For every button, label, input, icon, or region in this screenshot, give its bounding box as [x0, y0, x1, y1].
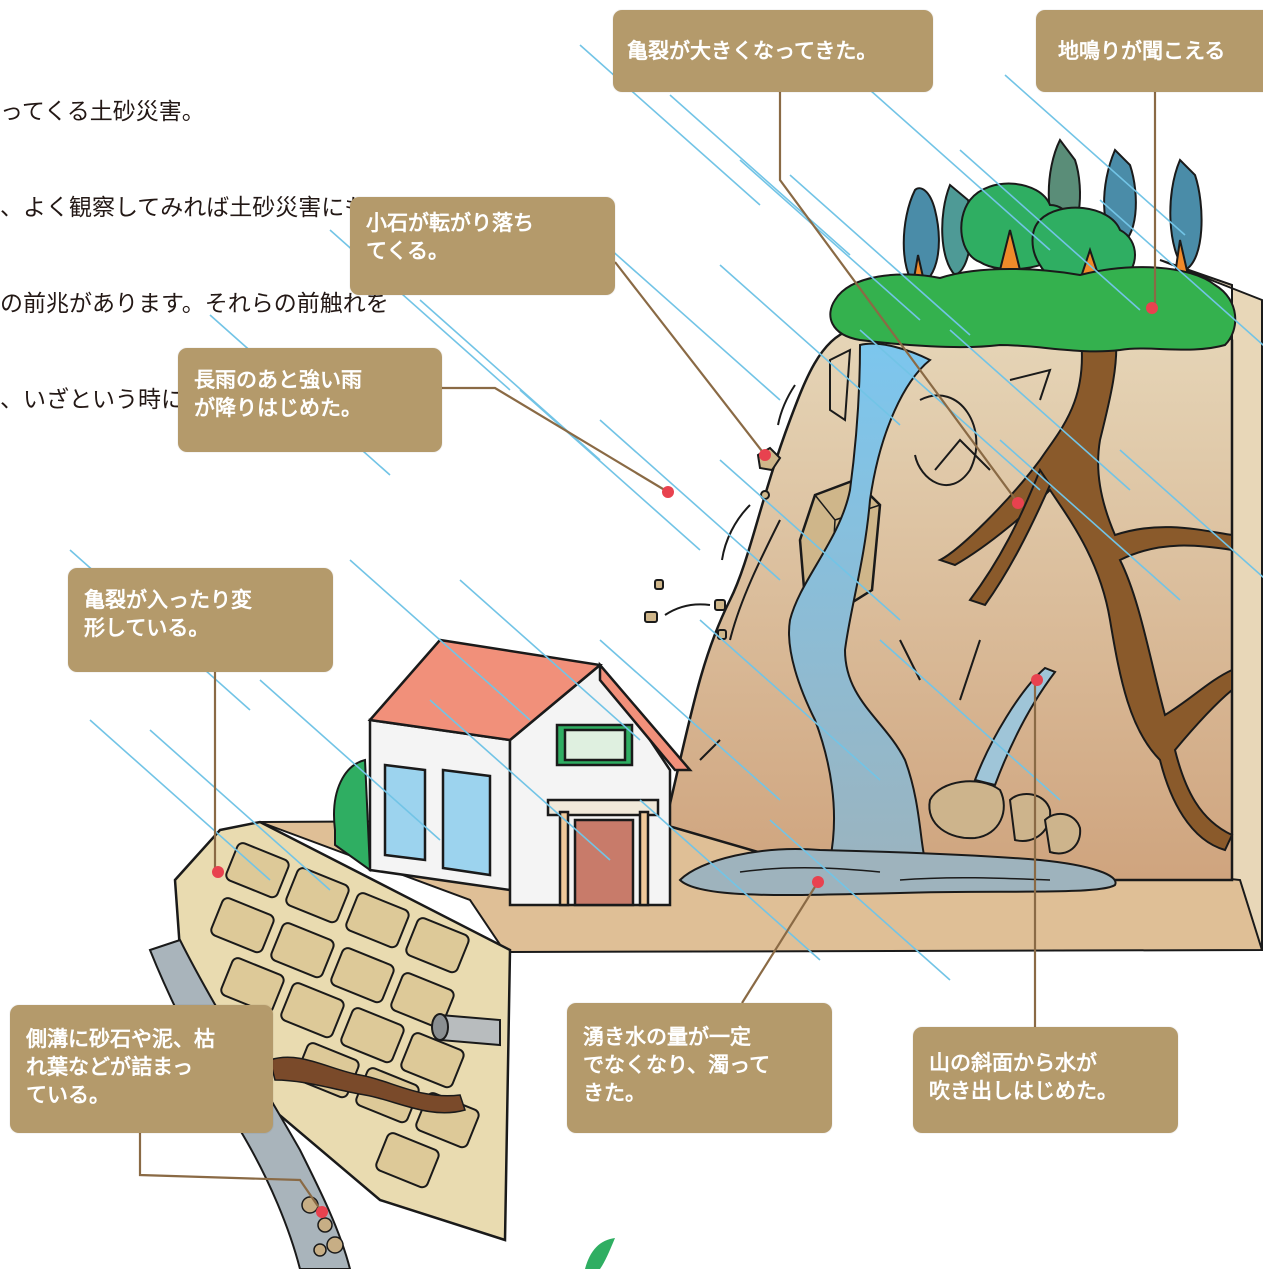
callout-crack-growing: 亀裂が大きくなってきた。	[613, 10, 933, 92]
rain-line	[149, 729, 331, 891]
rain-line	[719, 264, 901, 426]
intro-line: 、よく観察してみれば土砂災害にもい	[0, 195, 390, 221]
rain-line	[429, 699, 611, 861]
rain-line	[89, 719, 271, 881]
rain-line	[739, 159, 921, 321]
callout-spring-water: 湧き水の量が一定 でなくなり、濁って きた。	[567, 1003, 832, 1133]
rain-line	[519, 389, 701, 551]
rain-line	[599, 639, 781, 801]
motion-lines	[664, 384, 796, 616]
callout-pebbles-falling: 小石が転がり落ち てくる。	[350, 197, 615, 295]
spring-pool	[678, 848, 1117, 897]
rain-line	[699, 619, 881, 781]
rain-line	[719, 459, 901, 621]
rain-line	[579, 44, 761, 206]
rain-line	[869, 89, 1051, 251]
intro-text: ってくる土砂災害。 、よく観察してみれば土砂災害にもい の前兆があります。それら…	[0, 32, 540, 448]
rain-line	[259, 679, 441, 841]
tree-icon	[829, 138, 1237, 353]
rain-line	[599, 239, 781, 401]
base-rocks	[928, 780, 1082, 855]
rain-line	[959, 149, 1141, 311]
bush	[333, 758, 372, 873]
wall-stones	[210, 842, 480, 1189]
rain-line	[949, 329, 1131, 491]
leaf-icon	[585, 1238, 615, 1269]
intro-line: の前兆があります。それらの前触れを	[0, 291, 389, 317]
callout-ground-rumble: 地鳴りが聞こえる	[1036, 10, 1263, 92]
drain-pipe	[439, 1013, 501, 1047]
marker-dot	[212, 302, 1158, 1218]
rain-line	[769, 819, 951, 981]
intro-line: ってくる土砂災害。	[0, 99, 205, 125]
callout-ditch-clogged: 側溝に砂石や泥、枯 れ葉などが詰まっ ている。	[10, 1005, 273, 1133]
rain-line	[999, 439, 1181, 601]
rain-line	[599, 419, 781, 581]
callout-wall-cracks: 亀裂が入ったり変 形している。	[68, 568, 333, 672]
rain-line	[349, 559, 531, 721]
rain-line	[879, 639, 1061, 801]
rain-line	[789, 174, 971, 336]
rain-line	[1119, 449, 1263, 579]
wall-crack	[269, 1056, 466, 1114]
rain-line	[1099, 199, 1263, 346]
house-icon	[367, 638, 693, 907]
rain-line	[639, 799, 821, 961]
callout-heavy-rain: 長雨のあと強い雨 が降りはじめた。	[178, 348, 442, 452]
rain-line	[669, 94, 851, 256]
callout-slope-water: 山の斜面から水が 吹き出しはじめた。	[913, 1027, 1178, 1133]
rain-line	[459, 579, 641, 741]
leader-lines	[138, 92, 1157, 1213]
tree-root	[937, 329, 1234, 852]
